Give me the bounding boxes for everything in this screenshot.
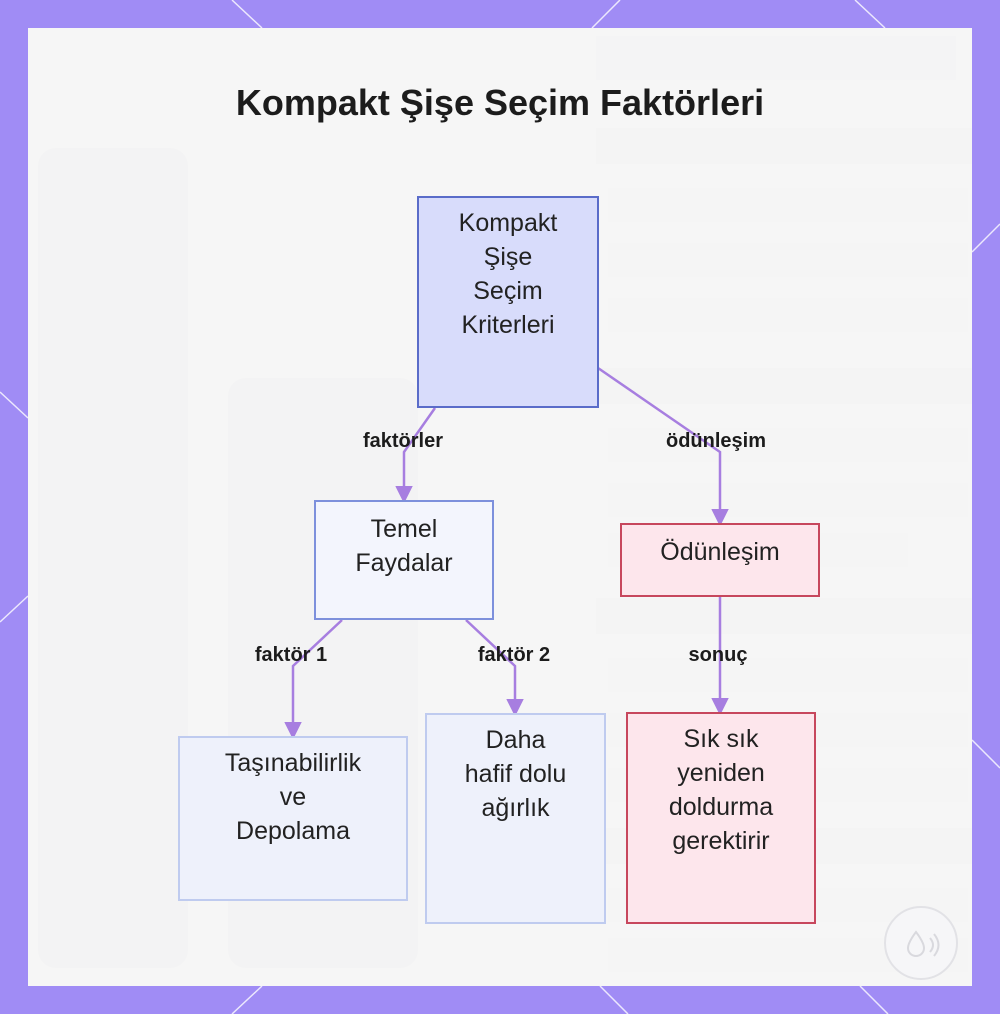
node-core-benefits: Temel Faydalar [314,500,494,620]
node-root-criteria: Kompakt Şişe Seçim Kriterleri [417,196,599,408]
edge-label-factor-1: faktör 1 [254,644,328,666]
node-portability-storage: Taşınabilirlik ve Depolama [178,736,408,901]
node-tradeoff: Ödünleşim [620,523,820,597]
edge-root-to-benefits [395,407,437,504]
edge-label-factor-2: faktör 2 [477,644,551,666]
diagram-title: Kompakt Şişe Seçim Faktörleri [235,82,765,123]
edge-root-to-tradeoff [597,366,729,527]
edge-label-tradeoff: ödünleşim [665,430,767,452]
edge-benefits-to-portability [284,619,343,740]
edge-label-factors: faktörler [362,430,444,452]
node-frequent-refill: Sık sık yeniden doldurma gerektirir [626,712,816,924]
watermark-badge-icon [884,906,958,980]
edge-benefits-to-weight [465,619,524,717]
edge-label-result: sonuç [688,644,748,666]
node-lighter-weight: Daha hafif dolu ağırlık [425,713,606,924]
